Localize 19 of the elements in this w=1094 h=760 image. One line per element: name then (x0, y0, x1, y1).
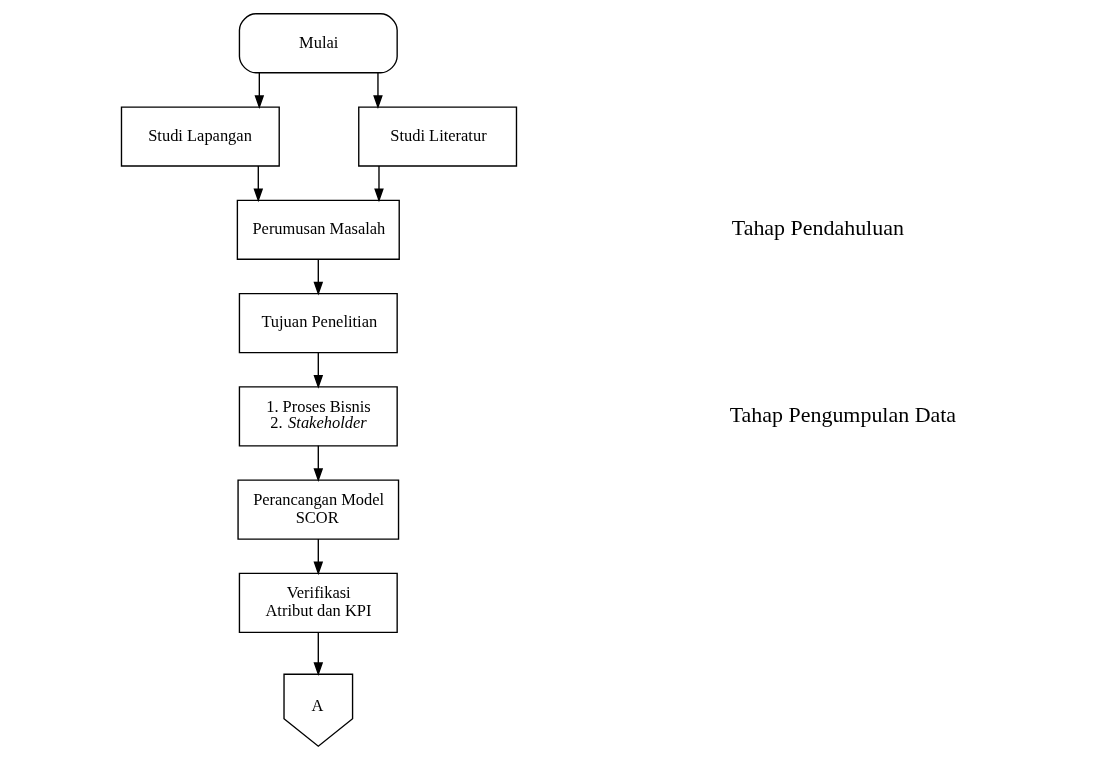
node-box: Studi Literatur (358, 106, 518, 167)
arrow (313, 258, 324, 296)
arrow (313, 445, 324, 483)
node-box: Perumusan Masalah (236, 199, 400, 260)
arrow (374, 165, 384, 203)
label: Tahap Pengumpulan Data (729, 401, 957, 427)
node-box: Mulai (238, 13, 398, 74)
arrow (313, 351, 324, 389)
node-box: Tujuan Penelitian (238, 292, 398, 354)
arrow (373, 72, 383, 109)
node-box: 1. Proses Bisnis 2. Stakeholder (238, 386, 398, 447)
arrow (253, 165, 264, 203)
arrow (313, 632, 324, 677)
label: Tahap Pendahuluan (731, 215, 904, 241)
node-box: Verifikasi Atribut dan KPI (238, 572, 398, 634)
arrow (313, 538, 324, 576)
node-box: Perancangan Model SCOR (237, 479, 400, 540)
arrow (254, 72, 265, 109)
node-box: Studi Lapangan (120, 106, 280, 167)
